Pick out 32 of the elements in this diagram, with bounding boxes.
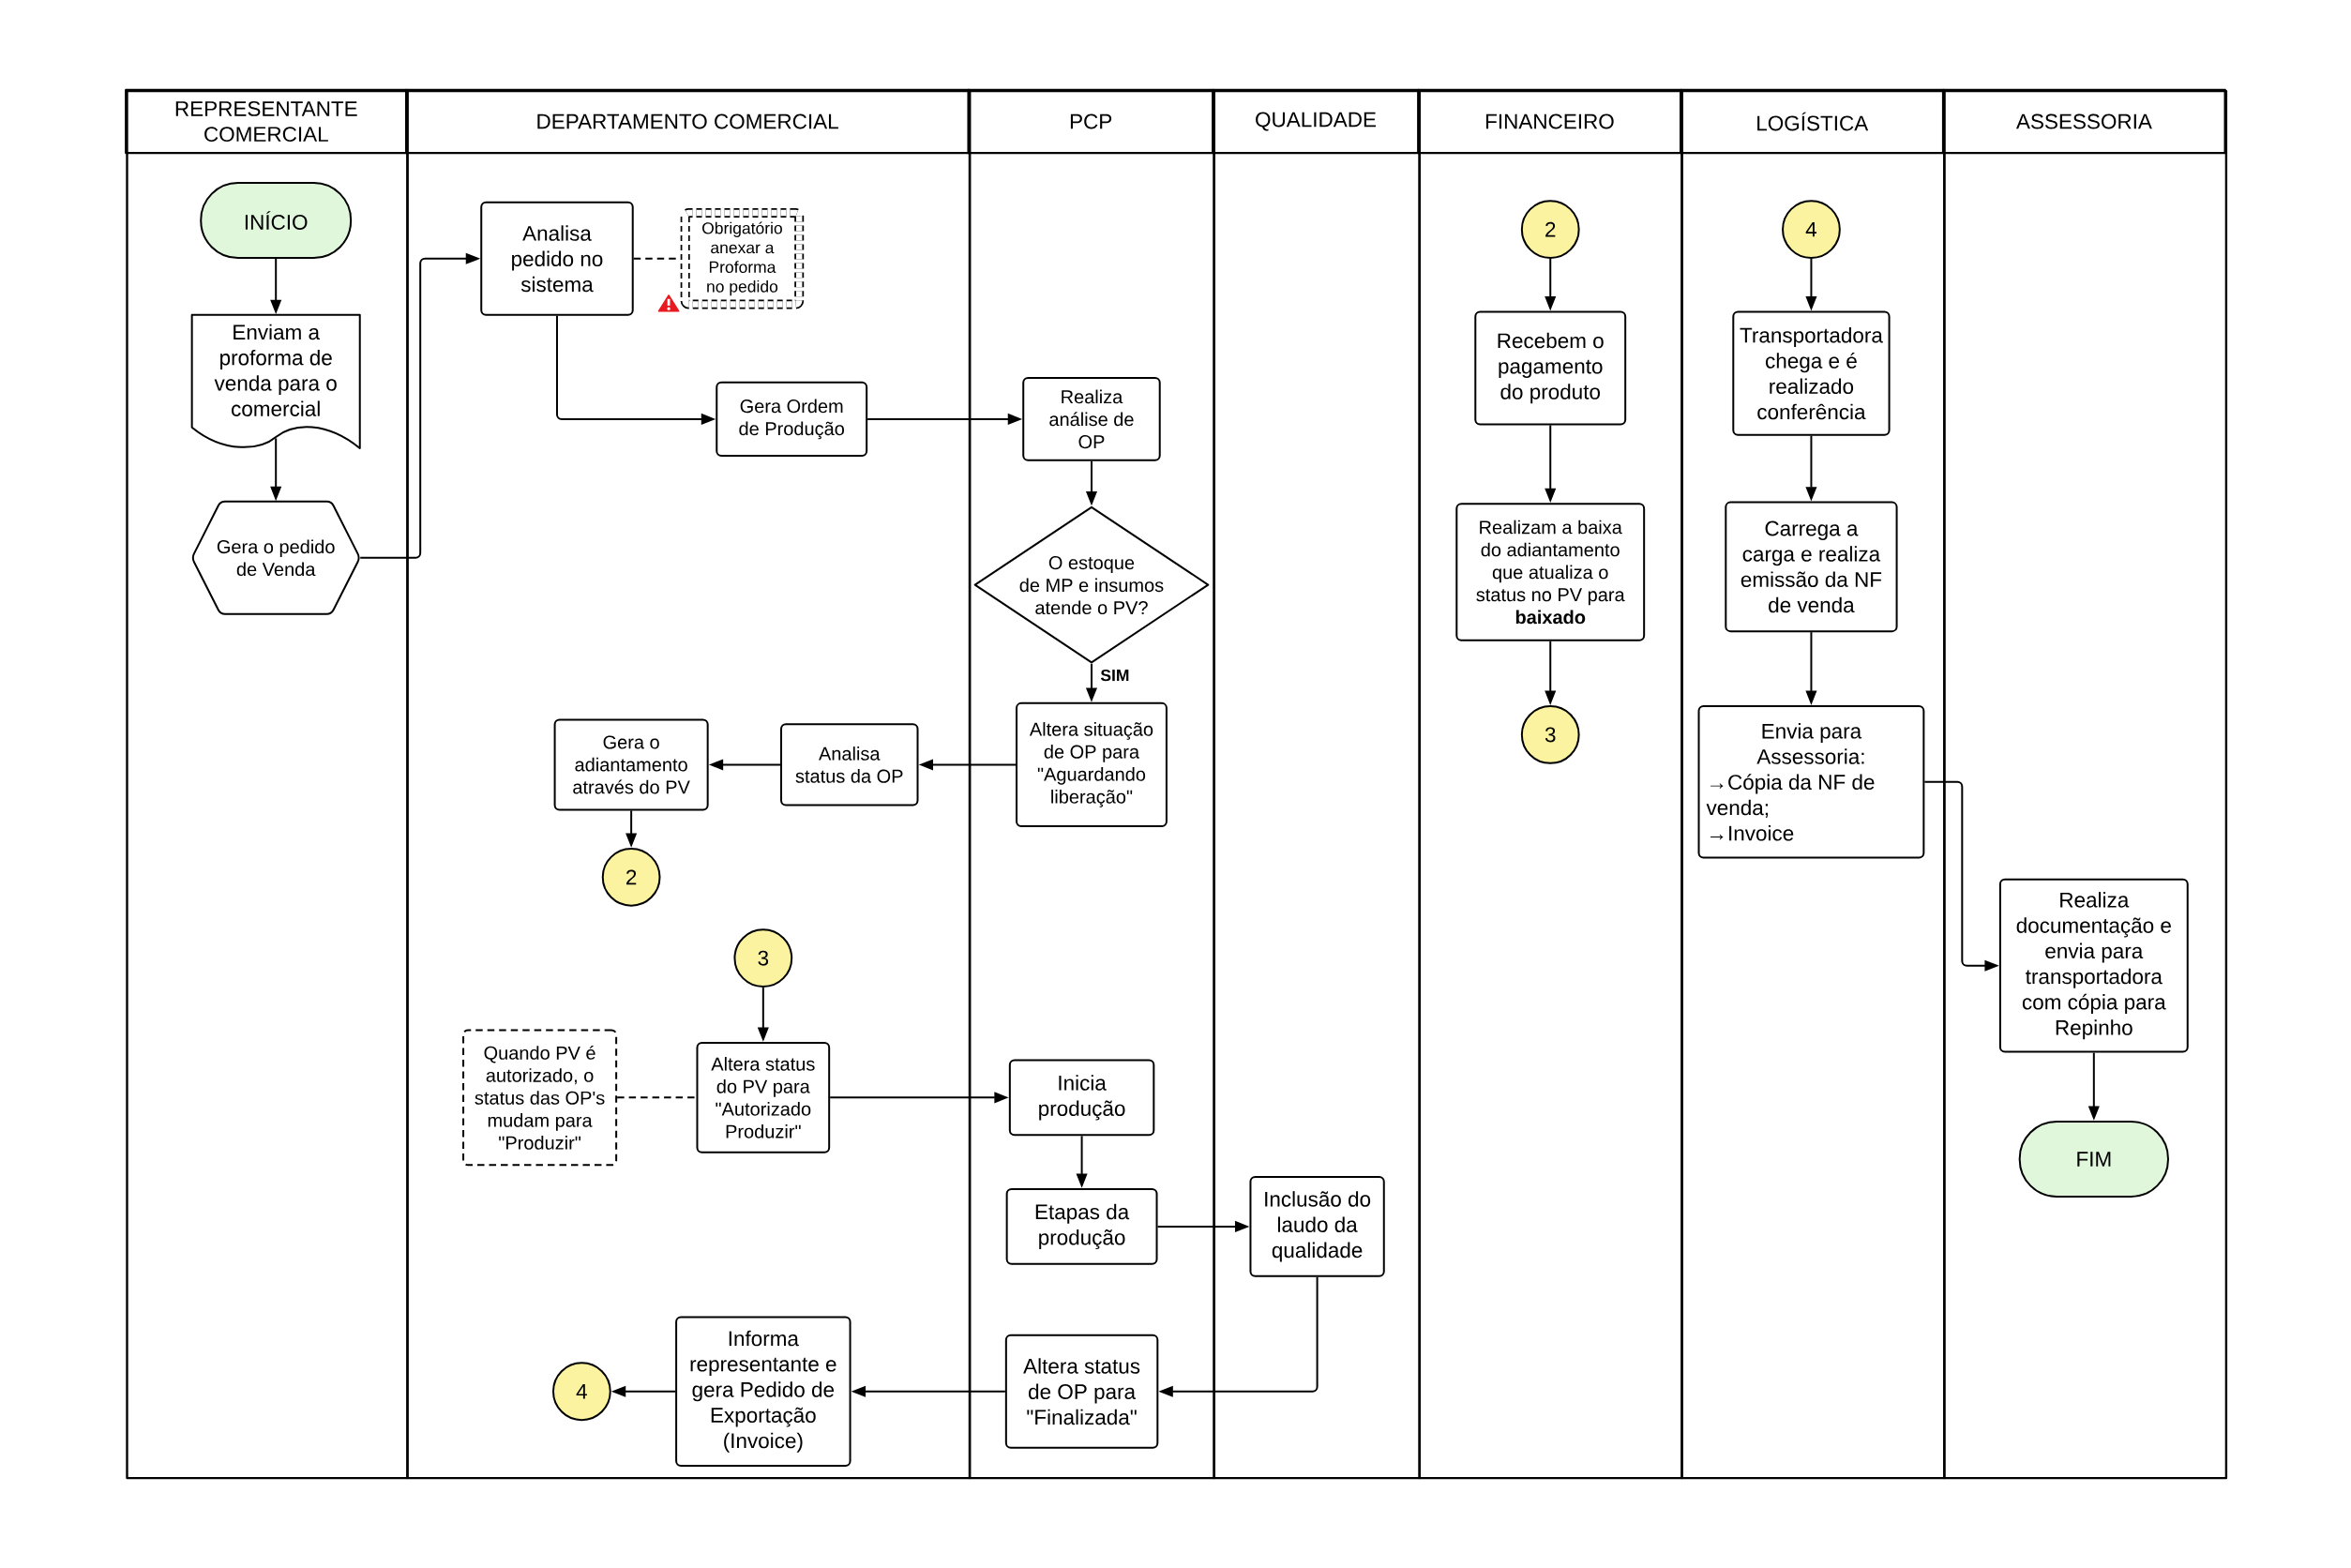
lane-header: LOGÍSTICA [1680, 88, 1945, 155]
lane-header: QUALIDADE [1212, 88, 1420, 155]
process-box: Transportadora chega e é realizado conferência [1732, 310, 1891, 436]
terminator: FIM [2018, 1120, 2169, 1198]
process-box: Altera status de OP para "Finalizada" [1004, 1334, 1159, 1449]
process-box: Realiza análise de OP [1022, 376, 1161, 461]
process-box: Analisa pedido no sistema [480, 201, 634, 316]
process-box: Realiza documentação e envia para transportadora com cópia para Repinho [1998, 878, 2189, 1053]
lane-header: PCP [967, 88, 1214, 155]
process-box: Gera o adiantamento através do PV [553, 718, 709, 811]
process-box: Gera Ordem de Produção [716, 381, 868, 458]
process-box: Altera situação de OP para "Aguardando liberação" [1016, 701, 1168, 827]
process-box: Informa representante e gera Pedido de Exportação (Invoice) [675, 1316, 851, 1467]
edge-label: SIM [1097, 667, 1132, 684]
process-box: Inicia produção [1008, 1059, 1155, 1137]
process-box: Recebem o pagamento do produto [1474, 310, 1627, 426]
lane-header: FINANCEIRO [1417, 88, 1682, 155]
lane-header: REPRESENTANTE COMERCIAL [125, 88, 408, 155]
process-box: Analisa status da OP [780, 723, 919, 807]
process-box: Envia para Assessoria: →Cópia da NF de venda; →Invoice [1697, 705, 1925, 859]
process-box: Etapas da produção [1005, 1187, 1158, 1265]
process-box: Inclusão do laudo da qualidade [1249, 1176, 1385, 1277]
lane-header: ASSESSORIA [1941, 88, 2226, 155]
connector-line [616, 1096, 698, 1099]
annotation-box: Quando PV é autorizado, o status das OP's mudam para "Produzir" [462, 1029, 618, 1167]
process-box: Altera status do PV para "Autorizado Produzir" [696, 1042, 831, 1153]
hexagon: Gera o pedido de Venda [192, 500, 360, 615]
lane-header: DEPARTAMENTO COMERCIAL [405, 88, 971, 155]
process-box: Carrega a carga e realiza emissão da NF de venda [1725, 501, 1898, 633]
annotation-box: Obrigatório anexar a Proforma no pedido [680, 208, 805, 309]
terminator: INÍCIO [200, 182, 353, 259]
process-box: Realizam a baixa do adiantamento que atualiza o status no PV para baixado [1455, 503, 1646, 641]
